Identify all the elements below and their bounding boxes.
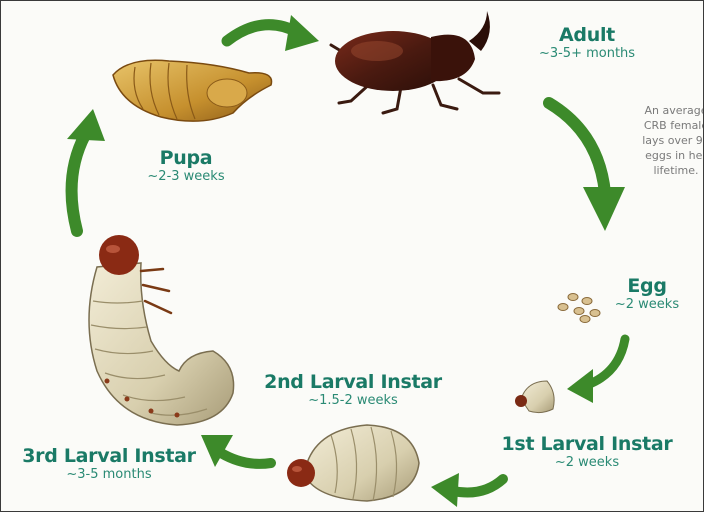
third-instar-larva-image bbox=[89, 235, 234, 425]
note-line: eggs in her bbox=[621, 148, 704, 163]
arrow-adult-to-egg bbox=[549, 103, 625, 231]
pupa-image bbox=[113, 60, 272, 121]
egg-label: Egg ~2 weeks bbox=[607, 275, 687, 313]
first-instar-label: 1st Larval Instar ~2 weeks bbox=[497, 433, 677, 471]
first-instar-larva-image bbox=[515, 381, 554, 413]
second-instar-larva-image bbox=[287, 425, 419, 501]
third-instar-duration: ~3-5 months bbox=[19, 467, 199, 483]
egg-title: Egg bbox=[607, 275, 687, 297]
pupa-title: Pupa bbox=[131, 147, 241, 169]
adult-title: Adult bbox=[527, 24, 647, 46]
note-line: lays over 90 bbox=[621, 133, 704, 148]
egg-duration: ~2 weeks bbox=[607, 297, 687, 313]
note-line: CRB female bbox=[621, 118, 704, 133]
pupa-label: Pupa ~2-3 weeks bbox=[131, 147, 241, 185]
first-instar-duration: ~2 weeks bbox=[497, 455, 677, 471]
arrow-pupa-to-adult bbox=[227, 15, 319, 51]
second-instar-title: 2nd Larval Instar bbox=[263, 371, 443, 393]
eggs-image bbox=[558, 294, 600, 323]
third-instar-label: 3rd Larval Instar ~3-5 months bbox=[19, 445, 199, 483]
pupa-duration: ~2-3 weeks bbox=[131, 169, 241, 185]
arrow-third-instar-to-pupa bbox=[67, 109, 105, 231]
adult-label: Adult ~3-5+ months bbox=[527, 24, 647, 62]
fecundity-note: An average CRB female lays over 90 eggs … bbox=[621, 103, 704, 178]
arrow-egg-to-first-instar bbox=[567, 339, 625, 403]
note-line: lifetime. bbox=[621, 163, 704, 178]
arrow-second-to-third-instar bbox=[201, 435, 271, 467]
first-instar-title: 1st Larval Instar bbox=[497, 433, 677, 455]
adult-duration: ~3-5+ months bbox=[527, 46, 647, 62]
second-instar-duration: ~1.5-2 weeks bbox=[263, 393, 443, 409]
adult-beetle-image bbox=[331, 11, 499, 113]
note-line: An average bbox=[621, 103, 704, 118]
arrow-first-to-second-instar bbox=[431, 473, 503, 507]
second-instar-label: 2nd Larval Instar ~1.5-2 weeks bbox=[263, 371, 443, 409]
third-instar-title: 3rd Larval Instar bbox=[19, 445, 199, 467]
